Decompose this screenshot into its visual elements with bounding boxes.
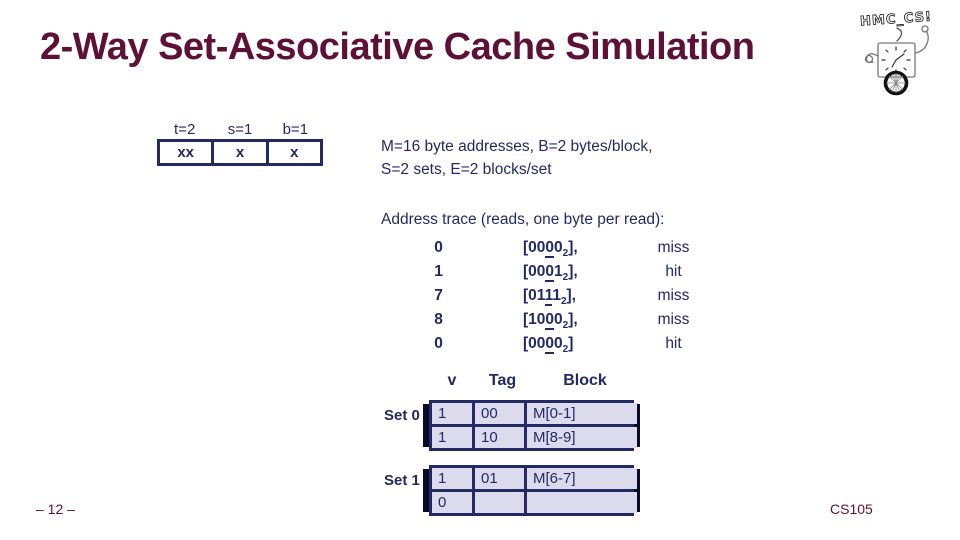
- trace-result: hit: [665, 263, 682, 280]
- valid-cell: 1: [432, 403, 472, 424]
- trace-row: 0 [00002], miss: [381, 236, 731, 260]
- tag-cell: [475, 492, 524, 513]
- block-cell: M[0-1]: [527, 403, 637, 424]
- binary-subscript: 2: [560, 296, 567, 308]
- trace-address-binary: [00002],: [523, 239, 578, 260]
- set-1-table-wrap: 1 01 M[6-7] 0: [423, 465, 640, 516]
- block-bits-label: b=1: [282, 121, 309, 138]
- trace-row: 1 [00012], hit: [381, 260, 731, 284]
- set-bits-label: s=1: [227, 121, 253, 138]
- params-line-1: M=16 byte addresses, B=2 bytes/block,: [381, 138, 653, 155]
- trace-result: miss: [657, 239, 690, 256]
- bitfield-boxes: xx x x: [157, 139, 323, 166]
- set-bits-box: x: [214, 142, 269, 163]
- trace-result: hit: [665, 335, 682, 352]
- trace-address-binary: [01112],: [523, 287, 576, 308]
- address-trace: Address trace (reads, one byte per read)…: [381, 210, 731, 356]
- valid-cell: 1: [432, 427, 472, 448]
- set-index-bit: 0: [545, 311, 555, 330]
- binary-subscript: 2: [562, 320, 569, 332]
- params-line-2: S=2 sets, E=2 blocks/set: [381, 161, 552, 178]
- trace-row: 8 [10002], miss: [381, 308, 731, 332]
- tag-column-header: Tag: [488, 372, 517, 389]
- set-index-bit: 0: [545, 335, 555, 354]
- trace-address-decimal: 8: [434, 311, 443, 328]
- trace-address-binary: [10002],: [523, 311, 578, 332]
- trace-address-binary: [00012],: [523, 263, 578, 284]
- binary-subscript: 2: [562, 344, 569, 356]
- tag-bits-label: t=2: [174, 121, 196, 138]
- page-title: 2-Way Set-Associative Cache Simulation: [40, 26, 755, 68]
- valid-column-header: v: [447, 372, 457, 389]
- tag-cell: 00: [475, 403, 524, 424]
- set-1-table: 1 01 M[6-7] 0: [429, 465, 637, 516]
- set-index-bit: 1: [544, 287, 553, 306]
- set-1-label: Set 1: [384, 472, 420, 489]
- trace-heading: Address trace (reads, one byte per read)…: [381, 211, 665, 228]
- cache-state: v Tag Block Set 0 1 00 M[0-1] 1 10 M[8-9…: [384, 372, 640, 516]
- address-bitfield: t=2 s=1 b=1 xx x x: [157, 121, 323, 166]
- block-cell: [527, 492, 637, 513]
- logo-text: HMC_CS!: [860, 10, 933, 30]
- block-cell: M[6-7]: [527, 468, 637, 489]
- valid-cell: 1: [432, 468, 472, 489]
- trace-result: miss: [657, 287, 690, 304]
- trace-address-decimal: 0: [434, 239, 443, 256]
- cache-set-1: Set 1 1 01 M[6-7] 0: [384, 465, 640, 516]
- valid-cell: 0: [432, 492, 472, 513]
- tag-cell: 10: [475, 427, 524, 448]
- binary-subscript: 2: [562, 272, 569, 284]
- tag-cell: 01: [475, 468, 524, 489]
- trace-address-binary: [00002]: [523, 335, 574, 356]
- set-0-table: 1 00 M[0-1] 1 10 M[8-9]: [429, 400, 637, 451]
- trace-row: 7 [01112], miss: [381, 284, 731, 308]
- block-column-header: Block: [563, 372, 607, 389]
- set-0-table-wrap: 1 00 M[0-1] 1 10 M[8-9]: [423, 400, 640, 451]
- course-label: CS105: [830, 501, 873, 517]
- block-bits-box: x: [290, 144, 299, 161]
- cache-parameters: M=16 byte addresses, B=2 bytes/block, S=…: [381, 135, 652, 181]
- block-cell: M[8-9]: [527, 427, 637, 448]
- hmc-cs-unicycle-logo-icon: HMC_CS!: [848, 4, 944, 96]
- set-index-bit: 0: [545, 239, 555, 258]
- binary-subscript: 2: [562, 248, 569, 260]
- trace-address-decimal: 7: [434, 287, 443, 304]
- bitfield-labels: t=2 s=1 b=1: [157, 121, 323, 138]
- tag-bits-box: xx: [160, 142, 215, 163]
- trace-address-decimal: 1: [434, 263, 443, 280]
- trace-row: 0 [00002] hit: [381, 332, 731, 356]
- set-0-label: Set 0: [384, 407, 420, 424]
- cache-set-0: Set 0 1 00 M[0-1] 1 10 M[8-9]: [384, 400, 640, 451]
- trace-result: miss: [657, 311, 690, 328]
- trace-address-decimal: 0: [434, 335, 443, 352]
- set-index-bit: 0: [545, 263, 555, 282]
- page-number: – 12 –: [36, 501, 75, 517]
- cache-table-header: v Tag Block: [429, 372, 640, 400]
